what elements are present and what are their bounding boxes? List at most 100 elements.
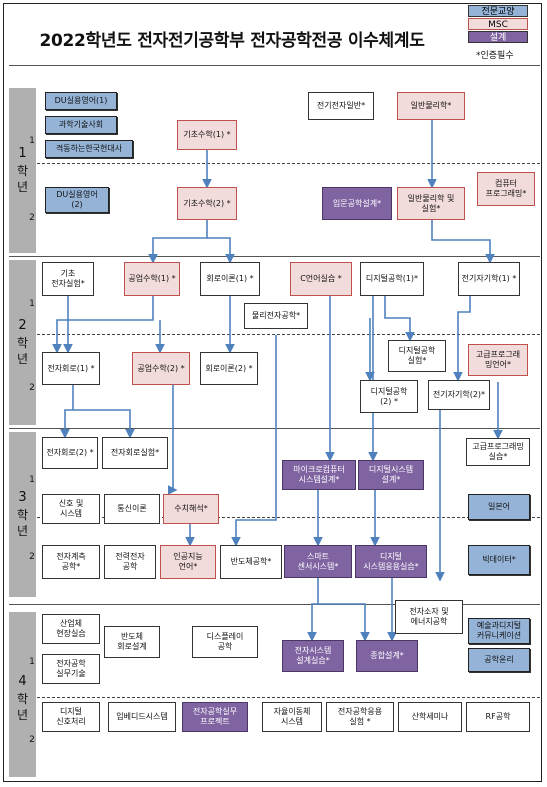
course-art-digital-communication: 예술과디지털 커뮤니케이션 — [468, 618, 530, 644]
semester-2-label: 2 — [29, 383, 35, 393]
semester-divider — [37, 334, 540, 335]
course-advanced-programming-lang: 고급프로그래 밍언어* — [468, 344, 528, 376]
arrow — [60, 385, 74, 439]
course-du-english-2: DU실용영어 (2) — [45, 187, 109, 213]
semester-1-label: 1 — [29, 475, 35, 485]
course-numerical-analysis: 수치해석* — [163, 494, 219, 524]
course-japanese: 일본어 — [468, 494, 530, 520]
semester-divider — [37, 163, 540, 164]
semester-2-label: 2 — [29, 552, 35, 562]
course-electronic-circuit-1: 전자회로(1) * — [42, 352, 100, 385]
course-electronic-practice-skills: 전자공학 실무기술 — [42, 654, 100, 684]
course-korean-modern-history: 격동하는한국현대사 — [45, 140, 133, 158]
arrow — [207, 237, 235, 264]
course-practice-project: 전자공학실무 프로젝트 — [182, 702, 248, 732]
course-electronic-circuit-lab: 전자회로실험* — [102, 437, 168, 469]
header-divider — [9, 65, 540, 66]
arrow — [52, 296, 154, 354]
course-electronic-circuit-2: 전자회로(2) * — [42, 437, 98, 469]
course-physical-electronics: 물리전자공학* — [244, 303, 308, 329]
course-eng-math-1: 공업수학(1) * — [124, 262, 180, 296]
arrow — [231, 335, 277, 547]
course-electronic-app-lab: 전자공학응용 실험 * — [326, 702, 394, 732]
semester-divider — [37, 517, 540, 518]
arrow — [384, 296, 415, 342]
cert-required-note: *인증필수 — [476, 51, 514, 61]
course-signals-systems: 신호 및 시스템 — [42, 494, 100, 524]
arrow — [307, 578, 319, 642]
course-bigdata: 빅데이터* — [468, 545, 530, 575]
grade-4-char2: 년 — [16, 708, 29, 722]
grade-4-char1: 학 — [16, 692, 29, 706]
course-circuit-theory-1: 회로이론(1) * — [200, 262, 260, 296]
course-rf-eng: RF공학 — [466, 702, 530, 732]
course-circuit-theory-2: 회로이론(2) * — [200, 352, 258, 385]
grade-divider — [9, 428, 540, 429]
legend-major: 전문교양 — [468, 5, 528, 17]
grade-3-bar: 3 학 년 — [9, 432, 36, 597]
course-physics-lab: 일반물리학 및 실험* — [397, 187, 465, 220]
grade-3-char1: 학 — [16, 508, 29, 522]
course-basic-elec-lab: 기초 전자실험* — [42, 262, 94, 296]
course-power-electronics: 전력전자 공학 — [104, 545, 156, 579]
legend-design: 설계 — [468, 31, 528, 43]
course-capstone-design: 종합설계* — [356, 640, 418, 672]
course-digital-system-design: 디지털시스템 설계* — [358, 460, 424, 490]
course-engineering-ethics: 공학윤리 — [468, 648, 530, 672]
course-ai-language: 인공지능 언어* — [160, 545, 216, 579]
semester-1-label: 1 — [29, 657, 35, 667]
grade-3-number: 3 — [18, 490, 27, 505]
course-electronic-measurement: 전자계측 공학* — [42, 545, 100, 579]
course-digital-eng-1: 디지털공학(1)* — [360, 262, 424, 296]
course-smart-sensor-system: 스마트 센서시스템* — [284, 545, 352, 578]
arrow — [148, 220, 208, 264]
grade-2-bar: 2 학 년 — [9, 260, 36, 425]
course-digital-system-app-lab: 디지털 시스템응용실습* — [355, 545, 427, 578]
course-semiconductor-eng: 반도체공학* — [220, 545, 282, 579]
course-industry-practice: 산업체 현장실습 — [42, 614, 100, 644]
course-communication-theory: 통신이론 — [104, 494, 160, 524]
course-basic-math-1: 기초수학(1) * — [177, 120, 237, 150]
course-science-society: 과학기술사회 — [45, 116, 117, 134]
course-digital-lab: 디지털공학 실험* — [388, 340, 446, 372]
course-basic-math-2: 기초수학(2) * — [177, 187, 237, 220]
course-c-programming: C언어실습 * — [290, 262, 352, 296]
grade-1-char1: 학 — [16, 164, 29, 178]
page-title: 2022학년도 전자전기공학부 전자공학전공 이수체계도 — [39, 31, 425, 51]
grade-1-number: 1 — [18, 146, 27, 161]
arrow — [168, 385, 178, 495]
course-elec-general: 전기전자일반* — [308, 92, 374, 120]
course-display-eng: 디스플레이 공학 — [192, 626, 258, 658]
arrow — [453, 296, 471, 382]
course-autonomous-systems: 자율이동체 시스템 — [262, 702, 322, 732]
course-dsp: 디지털 신호처리 — [42, 702, 100, 732]
grade-2-number: 2 — [18, 318, 27, 333]
course-industry-seminar: 산학세미나 — [398, 702, 462, 732]
arrow — [431, 220, 495, 264]
page-frame — [3, 3, 542, 782]
grade-1-char2: 년 — [16, 180, 29, 194]
grade-3-char2: 년 — [16, 524, 29, 538]
course-electromagnetics-1: 전기자기학(1) * — [458, 262, 520, 296]
grade-4-bar: 4 학 년 — [9, 612, 36, 777]
course-microcomputer-design: 마이크로컴퓨터 시스템설계* — [282, 460, 356, 490]
course-du-english-1: DU실용영어(1) — [45, 92, 117, 110]
grade-divider — [9, 256, 540, 257]
semester-1-label: 1 — [29, 136, 35, 146]
course-digital-eng-2: 디지털공학 (2) * — [360, 380, 418, 413]
semester-1-label: 1 — [29, 299, 35, 309]
grade-divider — [9, 604, 540, 605]
arrow — [73, 409, 135, 439]
course-advanced-programming-lab: 고급프로그래밍 실습* — [466, 438, 530, 466]
course-computer-programming: 컴퓨터 프로그래밍* — [477, 172, 535, 206]
course-electronic-system-design-lab: 전자시스템 설계실습* — [282, 640, 344, 672]
semester-divider — [37, 697, 540, 698]
grade-2-char2: 년 — [16, 352, 29, 366]
grade-2-char1: 학 — [16, 336, 29, 350]
course-intro-eng-design: 입문공학설계* — [322, 187, 392, 220]
course-general-physics: 일반물리학* — [397, 92, 465, 120]
semester-2-label: 2 — [29, 735, 35, 745]
grade-1-bar: 1 학 년 — [9, 88, 36, 253]
arrow — [318, 603, 370, 642]
